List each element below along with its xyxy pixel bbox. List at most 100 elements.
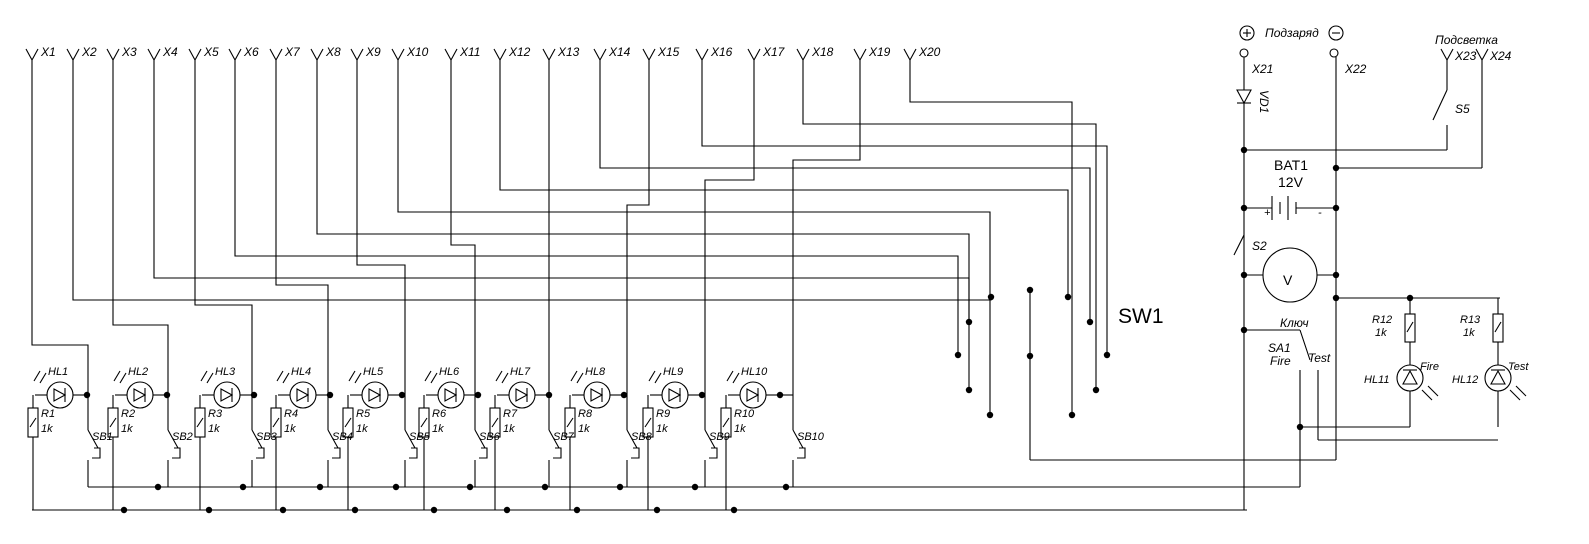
plus-icon (1239, 25, 1255, 41)
light-arrow-icon (1515, 385, 1527, 397)
button-label: SB10 (797, 431, 825, 443)
terminal-label: X24 (1489, 49, 1512, 63)
backlight-label: Подсветка (1435, 33, 1498, 47)
voltmeter-symbol: V (1283, 272, 1293, 288)
terminal-label: X14 (608, 45, 631, 59)
light-arrow-icon (570, 370, 578, 382)
indicator-resistor: R13 (1460, 314, 1481, 326)
terminal-label: X23 (1454, 49, 1477, 63)
light-arrow-icon (495, 370, 503, 382)
led-icon (213, 381, 241, 409)
button-label: SB6 (479, 431, 501, 443)
resistor-label: R1 (41, 408, 55, 420)
resistor-mark (29, 417, 37, 428)
resistor-value: 1k (208, 423, 220, 435)
junction-dot (1103, 351, 1111, 359)
resistor-value: 1k (432, 423, 444, 435)
charge-plus-label: X21 (1251, 62, 1273, 76)
terminal-label: X5 (203, 45, 219, 59)
diode-icon (1236, 89, 1252, 105)
led-label: HL5 (363, 366, 384, 378)
junction-dot (154, 483, 162, 491)
button-contact (167, 429, 179, 449)
junction-dot (279, 506, 287, 514)
channel-wire (356, 60, 406, 395)
led-label: HL3 (215, 366, 236, 378)
junction-dot (782, 483, 790, 491)
terminal-label: X8 (325, 45, 341, 59)
terminal-icon (147, 48, 161, 62)
junction-dot (1068, 411, 1076, 419)
junction-dot (503, 506, 511, 514)
terminal-icon (391, 48, 405, 62)
s2-label: S2 (1252, 239, 1267, 253)
led-diode-icon (220, 388, 234, 402)
switch-label: SW1 (1118, 305, 1164, 328)
terminal-label: X19 (868, 45, 891, 59)
light-arrow-icon (113, 370, 121, 382)
indicator-resistor: R12 (1372, 314, 1392, 326)
terminal-icon (25, 48, 39, 62)
switch-wire (599, 60, 1091, 322)
terminal-label: X7 (284, 45, 301, 59)
light-arrow-icon (576, 372, 584, 384)
switch-wire (499, 60, 1069, 297)
resistor-label: R2 (121, 408, 135, 420)
light-arrow-icon (276, 370, 284, 382)
led-icon (661, 381, 689, 409)
button-contact (792, 429, 804, 449)
button-contact (251, 429, 263, 449)
indicator-value: 1k (1463, 327, 1475, 339)
resistor-value: 1k (41, 423, 53, 435)
button-icon (172, 447, 181, 459)
charge-label: Подзаряд (1265, 26, 1319, 40)
terminal-icon (796, 48, 810, 62)
resistor-label: R7 (503, 408, 518, 420)
led-diode-icon (746, 388, 760, 402)
switch-wire (701, 60, 1108, 355)
button-label: SB7 (553, 431, 575, 443)
battery-minus: - (1318, 207, 1322, 219)
junction-dot (430, 506, 438, 514)
light-arrow-icon (33, 370, 41, 382)
s5-label: S5 (1455, 102, 1470, 116)
channel-wire (626, 60, 650, 395)
key-contact (1299, 329, 1311, 361)
light-arrow-icon (430, 372, 438, 384)
resistor-label: R3 (208, 408, 223, 420)
key-fire: Fire (1270, 354, 1291, 368)
led-diode-icon (515, 388, 529, 402)
junction-dot (239, 483, 247, 491)
resistor-mark (272, 417, 280, 428)
resistor-mark (491, 417, 499, 428)
junction-dot (730, 506, 738, 514)
resistor-label: R8 (578, 408, 593, 420)
junction-dot (1092, 386, 1100, 394)
led-diode-icon (1402, 369, 1418, 385)
led-label: HL2 (128, 366, 148, 378)
junction-dot (1026, 286, 1034, 294)
resistor-mark (644, 417, 652, 428)
switch-contact (1233, 234, 1245, 256)
light-arrow-icon (354, 372, 362, 384)
terminal-label: X16 (710, 45, 733, 59)
led-label: HL7 (510, 366, 531, 378)
channel-wire (31, 60, 89, 395)
connector-icon (1239, 48, 1249, 58)
junction-dot (351, 506, 359, 514)
resistor-label: R6 (432, 408, 447, 420)
light-arrow-icon (1509, 389, 1521, 401)
resistor-mark (1494, 321, 1502, 333)
light-arrow-icon (39, 372, 47, 384)
junction-dot (986, 411, 994, 419)
resistor-mark (420, 417, 428, 428)
terminal-icon (747, 48, 761, 62)
resistor-value: 1k (656, 423, 668, 435)
channel-wire (275, 60, 329, 395)
led-diode-icon (133, 388, 147, 402)
junction-dot (653, 506, 661, 514)
junction-dot (466, 483, 474, 491)
resistor-value: 1k (356, 423, 368, 435)
resistor-value: 1k (503, 423, 515, 435)
resistor-label: R5 (356, 408, 371, 420)
